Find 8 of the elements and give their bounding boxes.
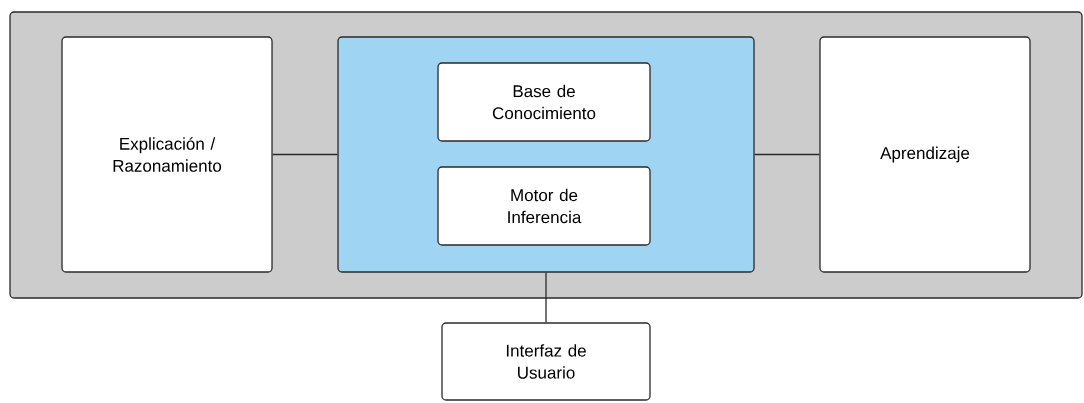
process-box: Aprendizaje xyxy=(819,36,1031,273)
connector-line xyxy=(545,272,547,323)
process-box: Motor de Inferencia xyxy=(437,166,651,246)
connector-line xyxy=(754,153,820,156)
process-box: Base de Conocimiento xyxy=(437,62,651,142)
connector-line xyxy=(272,153,338,156)
process-box: Interfaz de Usuario xyxy=(441,322,651,401)
process-box: Explicación / Razonamiento xyxy=(61,36,273,273)
